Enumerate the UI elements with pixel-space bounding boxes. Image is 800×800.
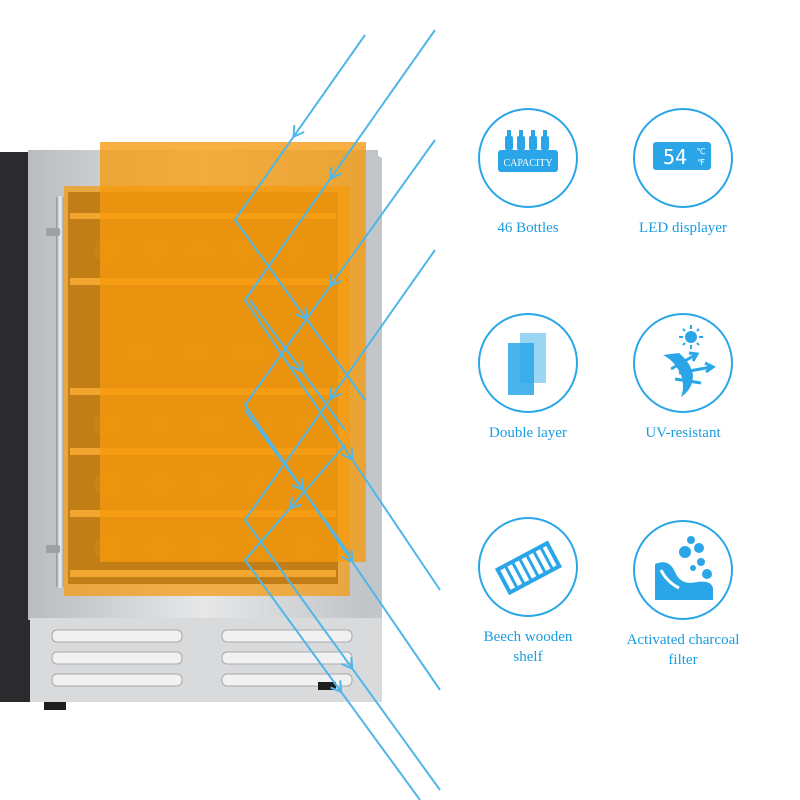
uv-ray	[243, 249, 441, 791]
ray-arrowhead	[291, 359, 304, 374]
feature-label-line: UV-resistant	[645, 425, 721, 441]
bottles-capacity-icon: CAPACITY	[478, 108, 578, 208]
feature-label: Activated charcoal filter	[593, 630, 773, 670]
feature-label: Double layer	[438, 423, 618, 443]
glass-layer-front	[64, 186, 350, 596]
uv-ray	[233, 34, 366, 401]
feature-double-layer: Double layer	[438, 313, 618, 443]
ray-arrowhead	[330, 680, 343, 694]
uv-ray	[243, 29, 441, 591]
feature-label-line: LED displayer	[639, 220, 727, 236]
feature-label: LED displayer	[593, 218, 773, 238]
feature-charcoal-filter: Activated charcoal filter	[593, 520, 773, 670]
feature-label-line: filter	[668, 652, 698, 668]
ray-arrowhead	[341, 550, 354, 564]
feature-label-line: 46 Bottles	[497, 220, 559, 236]
uv-rays	[233, 29, 441, 800]
foot-left	[44, 702, 66, 710]
door-handle	[56, 196, 64, 588]
led-unit-fahrenheit: ℉	[697, 158, 705, 167]
led-display-icon: 54 ℃ ℉	[633, 108, 733, 208]
ray-arrowhead	[329, 166, 342, 181]
ray-arrowhead	[329, 386, 342, 401]
feature-led-displayer: 54 ℃ ℉ LED displayer	[593, 108, 773, 238]
uv-ray	[244, 409, 351, 556]
ray-arrowhead	[292, 125, 305, 139]
uv-ray	[249, 299, 346, 431]
ray-arrowhead	[295, 307, 308, 321]
uv-shield-icon	[633, 313, 733, 413]
double-glass-icon	[478, 313, 578, 413]
ray-arrowhead	[288, 496, 302, 510]
capacity-badge-text: CAPACITY	[503, 158, 552, 169]
wooden-shelf-icon	[478, 517, 578, 617]
feature-label-line: Double layer	[489, 425, 567, 441]
led-unit-celsius: ℃	[697, 147, 706, 156]
ray-arrowhead	[341, 656, 354, 671]
feature-label-line: Activated charcoal	[626, 632, 740, 648]
feature-uv-resistant: UV-resistant	[593, 313, 773, 443]
uv-ray	[243, 444, 421, 800]
led-value-text: 54	[663, 145, 687, 169]
feature-label: 46 Bottles	[438, 218, 618, 238]
feature-beech-shelf: Beech wooden shelf	[438, 517, 618, 667]
feature-label-line: shelf	[513, 649, 543, 665]
feature-capacity: CAPACITY 46 Bottles	[438, 108, 618, 238]
feature-label: Beech wooden shelf	[438, 627, 618, 667]
ray-arrowhead	[329, 274, 342, 288]
feature-label-line: Beech wooden	[483, 629, 573, 645]
charcoal-filter-icon	[633, 520, 733, 620]
feature-label: UV-resistant	[593, 423, 773, 443]
foot-right	[318, 682, 336, 690]
uv-ray	[243, 139, 441, 691]
door-side-panel	[368, 150, 382, 628]
ray-arrowhead	[291, 478, 304, 492]
ray-arrowhead	[341, 447, 354, 462]
cabinet-side	[0, 152, 30, 702]
